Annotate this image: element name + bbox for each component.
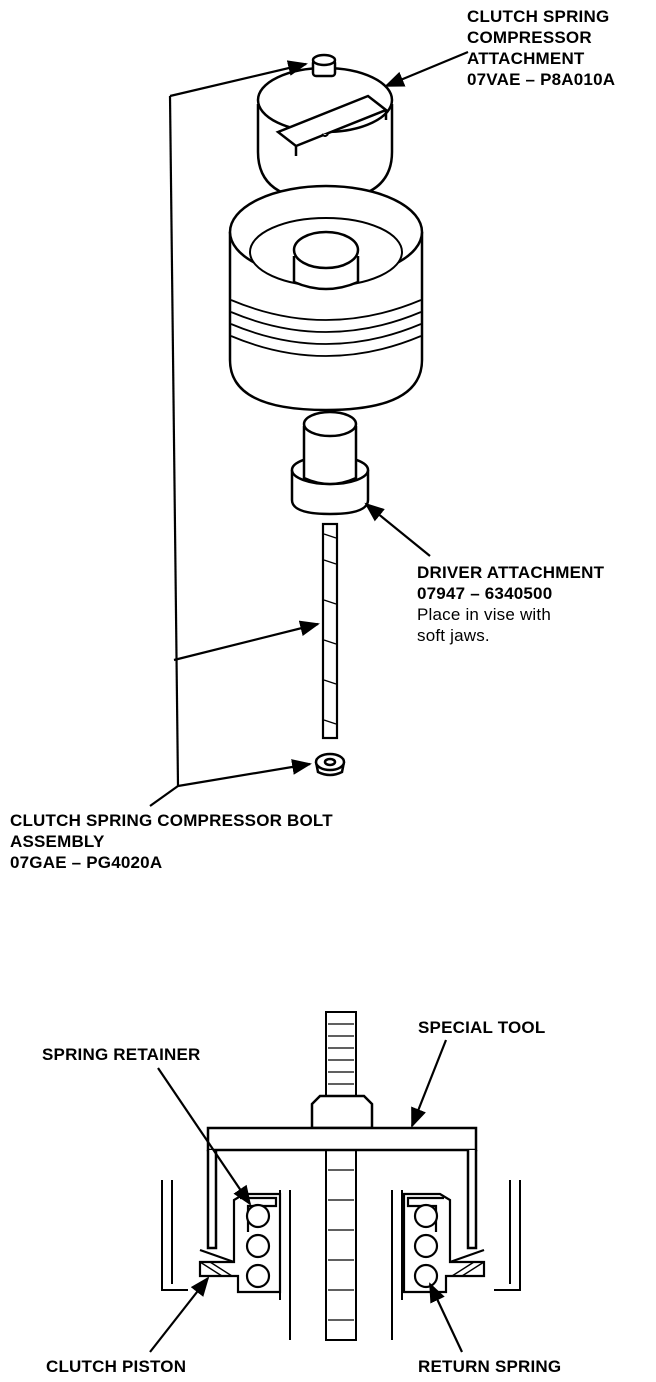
- bolt-nut: [314, 752, 346, 777]
- label-line: 07GAE – PG4020A: [10, 853, 163, 872]
- label-text: SPECIAL TOOL: [418, 1018, 546, 1037]
- driver-note-line: Place in vise with: [417, 605, 551, 624]
- label-special-tool: SPECIAL TOOL: [418, 1017, 545, 1038]
- label-line: 07947 – 6340500: [417, 584, 553, 603]
- return-springs-left: [245, 1203, 271, 1289]
- label-line: DRIVER ATTACHMENT: [417, 563, 605, 582]
- label-line: ASSEMBLY: [10, 832, 105, 851]
- label-clutch-piston: CLUTCH PISTON: [46, 1356, 186, 1377]
- label-spring-retainer: SPRING RETAINER: [42, 1044, 201, 1065]
- compressor-bolt: [321, 522, 339, 740]
- label-driver-attachment: DRIVER ATTACHMENT 07947 – 6340500 Place …: [417, 562, 604, 646]
- label-compressor-bolt-assembly: CLUTCH SPRING COMPRESSOR BOLT ASSEMBLY 0…: [10, 810, 333, 873]
- label-line: 07VAE – P8A010A: [467, 70, 616, 89]
- compressor-bolt-section: [325, 1011, 357, 1341]
- label-text: SPRING RETAINER: [42, 1045, 201, 1064]
- label-line: COMPRESSOR: [467, 28, 592, 47]
- leader-lines-bottom: [149, 1039, 463, 1353]
- clutch-drum: [228, 184, 424, 412]
- label-text: RETURN SPRING: [418, 1357, 562, 1376]
- leader-lines-top: [149, 50, 469, 807]
- label-return-spring: RETURN SPRING: [418, 1356, 561, 1377]
- special-tool-section: [206, 1094, 478, 1250]
- label-text: CLUTCH PISTON: [46, 1357, 187, 1376]
- driver-attachment: [290, 410, 370, 516]
- label-line: CLUTCH SPRING COMPRESSOR BOLT: [10, 811, 333, 830]
- compressor-attachment: [256, 53, 394, 202]
- driver-note-line: soft jaws.: [417, 626, 490, 645]
- label-clutch-spring-compressor-attachment: CLUTCH SPRING COMPRESSOR ATTACHMENT 07VA…: [467, 6, 615, 90]
- label-line: ATTACHMENT: [467, 49, 585, 68]
- return-springs-right: [413, 1203, 439, 1289]
- label-line: CLUTCH SPRING: [467, 7, 610, 26]
